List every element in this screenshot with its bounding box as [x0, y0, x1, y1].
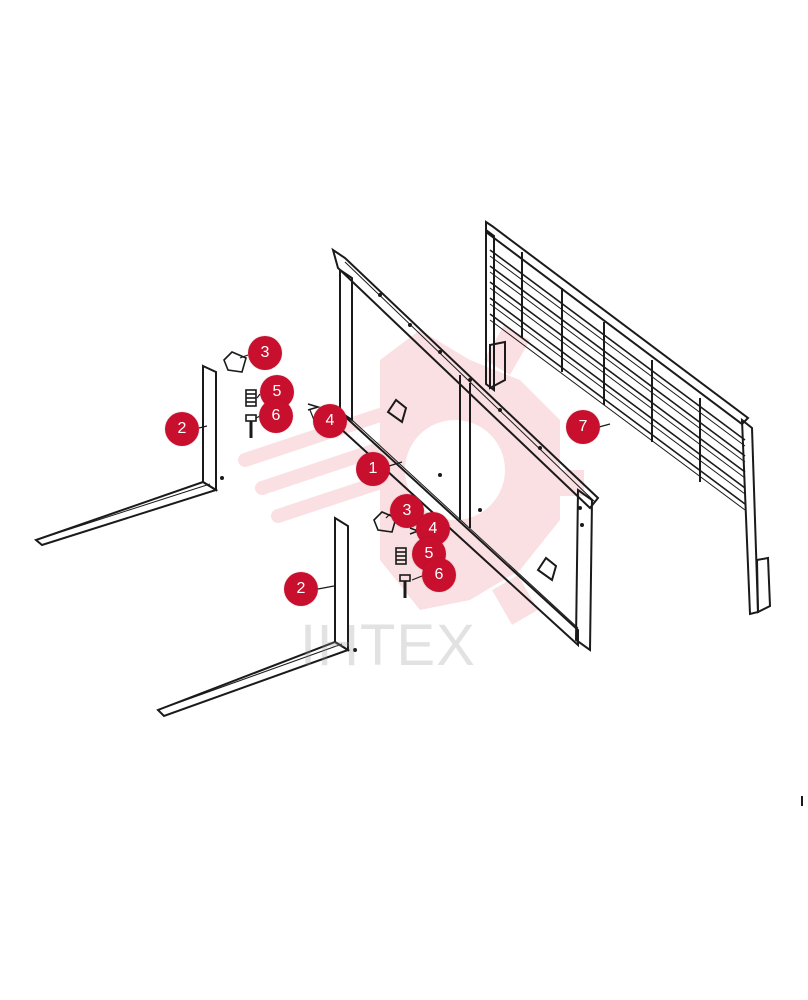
part-2-fork-upper	[34, 364, 224, 547]
edge-mark	[801, 796, 803, 806]
part-6-pin-b	[399, 574, 411, 598]
hardware-group-a	[223, 351, 321, 438]
part-3-latch-a	[223, 351, 247, 373]
part-4-clip-a	[307, 403, 321, 411]
callout-part-3: 3	[248, 336, 282, 370]
watermark-text: ІНТЕХ	[300, 613, 476, 678]
callout-part-2: 2	[284, 572, 318, 606]
part-6-pin-a	[245, 414, 257, 438]
callout-part-7: 7	[566, 410, 600, 444]
callout-part-2: 2	[165, 412, 199, 446]
part-3-latch-b	[373, 511, 397, 533]
callout-part-4: 4	[313, 404, 347, 438]
callout-part-1: 1	[356, 452, 390, 486]
part-2-fork-lower	[156, 516, 357, 718]
callout-part-6: 6	[422, 558, 456, 592]
part-7-load-backrest	[485, 220, 772, 616]
callout-part-6: 6	[259, 399, 293, 433]
